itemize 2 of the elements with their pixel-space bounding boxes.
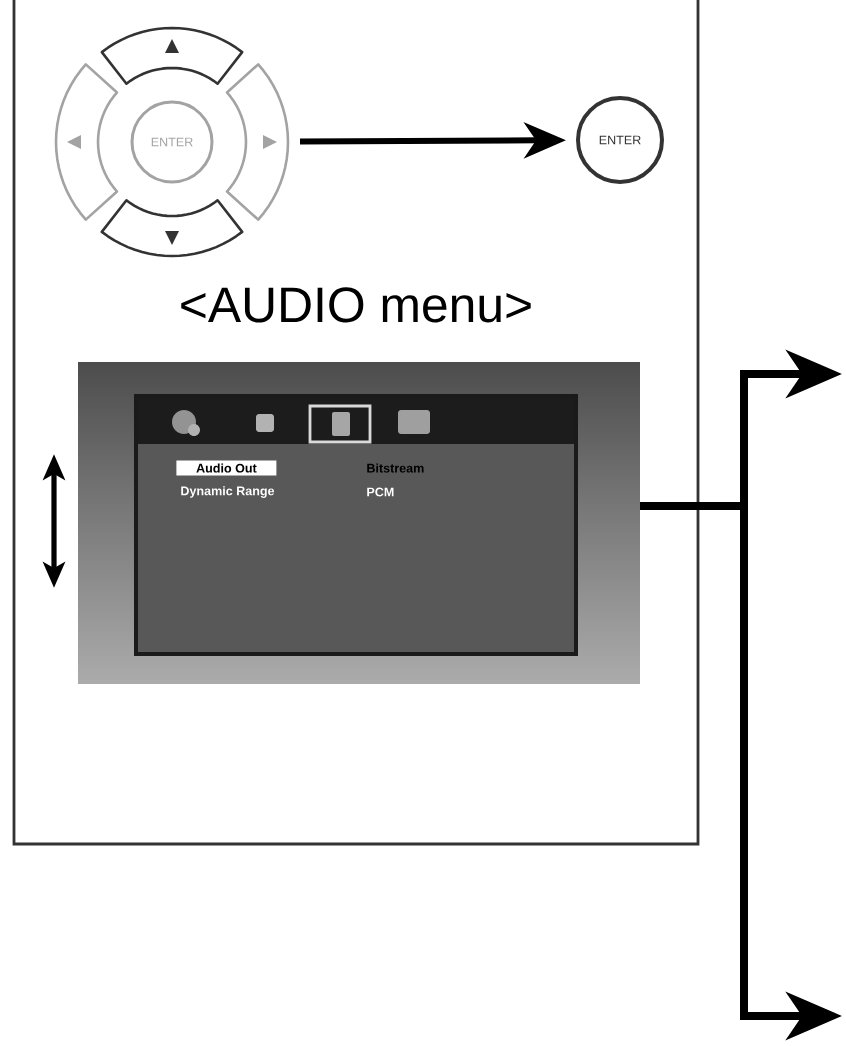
menu-title: <AUDIO menu> [181,287,531,323]
panel-frame [12,0,700,846]
